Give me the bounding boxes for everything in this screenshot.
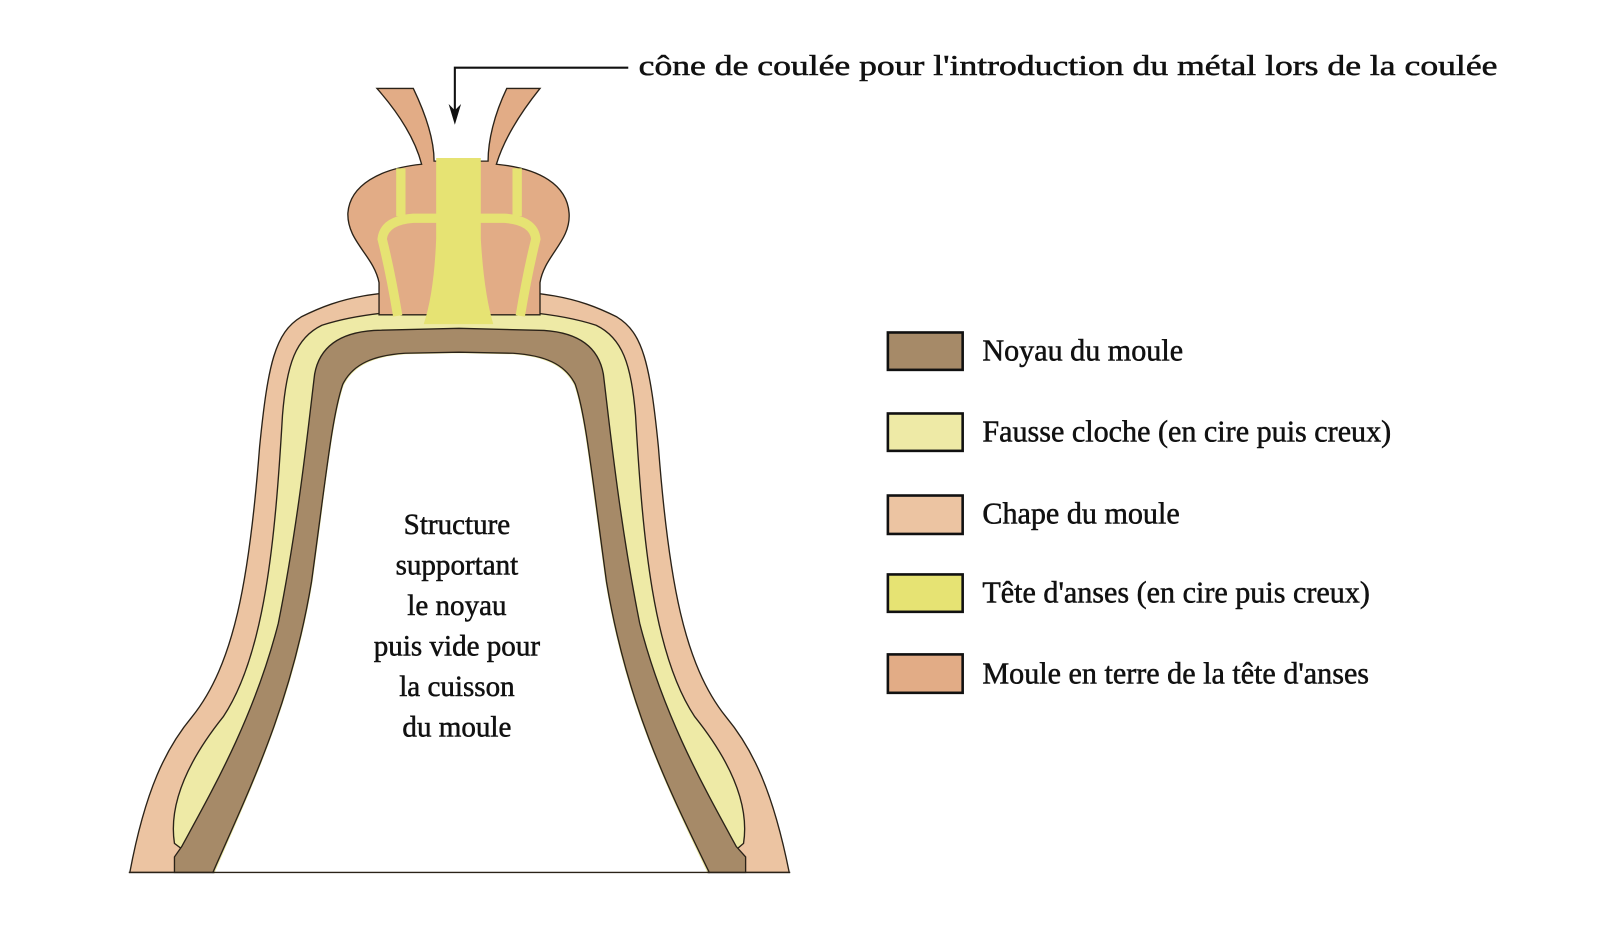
interior-label-line: le noyau (407, 590, 507, 622)
legend-swatch-moule-tete (886, 653, 964, 695)
legend-label: Tête d'anses (en cire puis creux) (982, 575, 1369, 609)
legend-swatch-chape (886, 494, 964, 536)
interior-label-line: supportant (396, 549, 519, 581)
legend-swatch-fausse-cloche (886, 412, 964, 453)
pouring-cone-label: cône de coulée pour l'introduction du mé… (639, 51, 1498, 82)
pointer-arrow (453, 66, 629, 113)
legend-label: Moule en terre de la tête d'anses (982, 656, 1369, 690)
sprue-channel (423, 158, 494, 325)
legend-label: Chape du moule (982, 497, 1179, 531)
legend-label: Fausse cloche (en cire puis creux) (982, 415, 1391, 449)
tete-d-anses (377, 168, 541, 317)
interior-label-line: la cuisson (399, 671, 515, 703)
interior-label: Structure supportant le noyau puis vide … (374, 509, 541, 744)
legend-swatch-tete-d-anses (886, 573, 964, 614)
interior-label-line: puis vide pour (374, 630, 541, 662)
interior-label-line: Structure (404, 509, 511, 541)
interior-label-line: du moule (402, 711, 511, 743)
arrowhead-icon (448, 104, 462, 125)
interior-void (213, 353, 709, 875)
noyau-du-moule (173, 327, 747, 874)
legend-label: Noyau du moule (982, 334, 1183, 368)
legend: Noyau du moule Fausse cloche (en cire pu… (886, 331, 1391, 695)
legend-swatch-noyau (886, 331, 964, 372)
